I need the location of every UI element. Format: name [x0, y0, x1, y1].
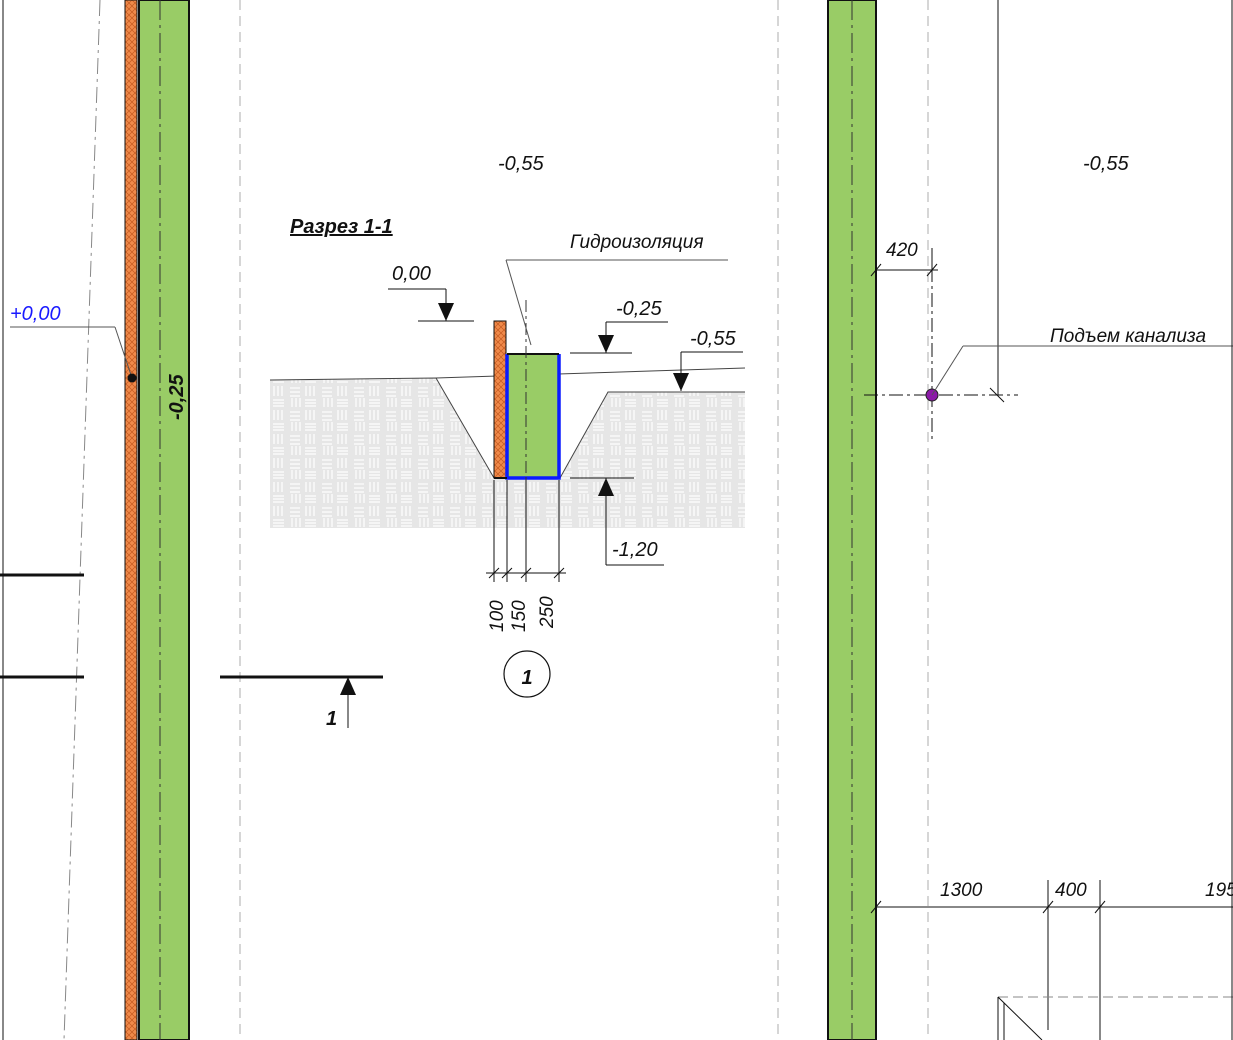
section-cut-label: 1	[326, 708, 337, 730]
waterproofing-label: Гидроизоляция	[570, 232, 703, 253]
zero-level-label: +0,00	[10, 303, 61, 325]
sewer-riser-label: Подъем канализа	[1050, 326, 1206, 347]
dim-195: 195	[1205, 880, 1233, 901]
section-cut-line: 1	[220, 675, 383, 730]
section-marker: 1	[503, 650, 551, 698]
dim-400: 400	[1055, 880, 1087, 901]
bottom-dimensions: 1300 400 195	[870, 880, 1233, 1040]
section-title: Разрез 1-1	[290, 216, 393, 238]
section-detail: Разрез 1-1 Гидроизоляция 0,00 -0,25	[269, 216, 746, 698]
section-wall	[507, 354, 559, 478]
svg-text:1: 1	[521, 667, 532, 689]
left-wall-green	[138, 0, 190, 1040]
left-stubs	[0, 573, 84, 679]
section-dimensions	[486, 480, 566, 582]
zero-level-callout: +0,00	[10, 303, 137, 383]
soil-fill	[270, 378, 745, 528]
dim-250: 250	[537, 596, 558, 629]
dim-420: 420	[886, 240, 918, 261]
wall-level-label: -0,25	[166, 374, 188, 420]
left-wall-insulation	[124, 0, 138, 1040]
room-level-left: -0,55	[498, 153, 544, 175]
section-level-055: -0,55	[690, 328, 736, 350]
waterproofing-line	[505, 354, 561, 480]
section-insulation	[493, 320, 507, 479]
dim-150: 150	[509, 600, 530, 632]
section-level-025: -0,25	[616, 298, 662, 320]
left-wall: -0,25	[124, 0, 190, 1040]
right-wall	[827, 0, 877, 1040]
room-dashed-lines	[239, 0, 929, 1040]
room-level-right: -0,55	[1083, 153, 1129, 175]
section-level-000: 0,00	[392, 263, 431, 285]
section-level-120: -1,20	[612, 539, 658, 561]
riser-area: Подъем канализа 420	[864, 0, 1233, 440]
dim-100: 100	[487, 600, 508, 632]
left-edge-lines	[2, 0, 101, 1040]
dim-1300: 1300	[940, 880, 983, 901]
